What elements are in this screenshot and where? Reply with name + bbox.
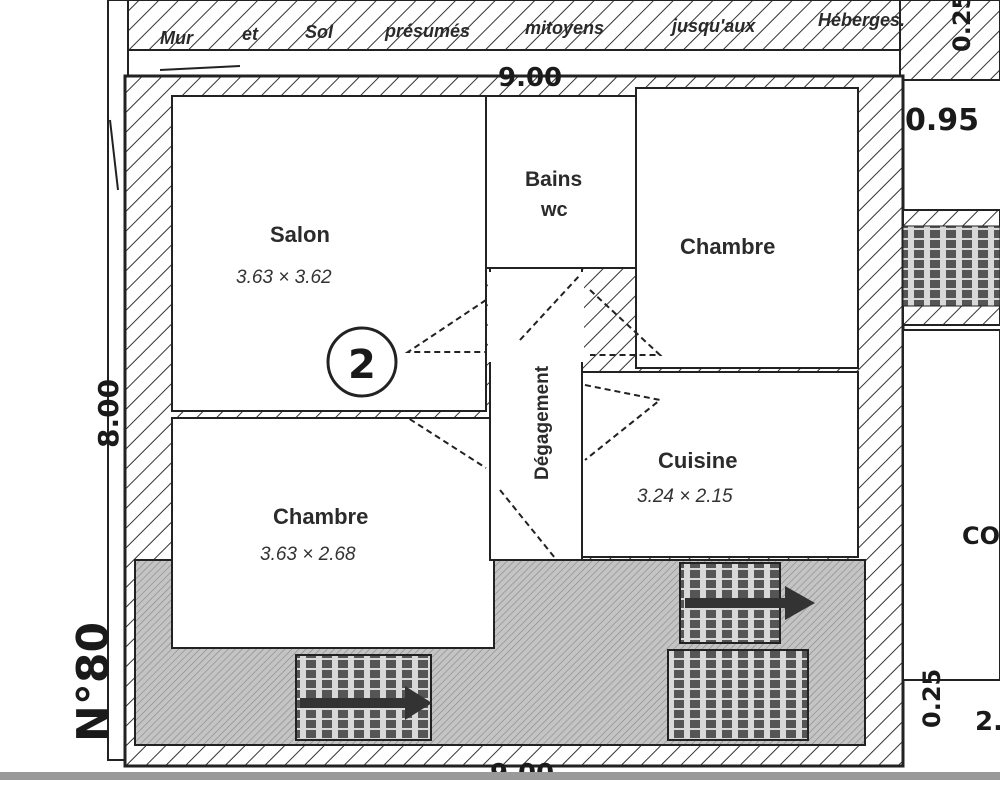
room-label-bains: Bains	[525, 168, 582, 191]
room-label-cuisine: Cuisine	[658, 448, 737, 473]
dimension-right-bottom-2: 2.	[975, 707, 1000, 737]
right-stair	[902, 225, 1000, 307]
stair-arrow-right	[685, 586, 815, 620]
header-note-word: présumés	[384, 21, 470, 41]
door-swing-cuisine	[584, 384, 663, 461]
door-swing-bains	[519, 274, 581, 341]
room-dims-chambre-sw: 3.63 × 2.68	[260, 544, 356, 565]
header-note-word: jusqu'aux	[670, 16, 756, 36]
header-note-word: mitoyens	[525, 18, 604, 38]
dimension-left-height: 8.00	[92, 379, 125, 448]
stair-arrow-left	[300, 686, 432, 720]
room-dims-cuisine: 3.24 × 2.15	[637, 486, 733, 507]
door-swing-salon	[404, 299, 487, 353]
door-swing-entry	[499, 489, 556, 559]
header-note-word: Sol	[305, 22, 334, 42]
room-cuisine	[579, 371, 859, 558]
door-swing-chambre-sw	[404, 417, 487, 469]
top-right-block	[899, 0, 1000, 81]
apartment-marker-circle	[326, 326, 398, 398]
stair-flight-right-bottom	[667, 649, 809, 741]
dimension-right-bottom: 0.25	[918, 669, 946, 728]
header-note: Mur et Sol présumés mitoyens jusqu'aux H…	[160, 10, 905, 48]
dimension-top-right-corner: 0.25	[948, 0, 976, 52]
room-chambre-sw	[171, 417, 495, 649]
room-chambre-ne	[635, 87, 859, 369]
room-label-salon: Salon	[270, 222, 330, 247]
room-label-wc: wc	[540, 199, 568, 221]
header-note-word: Héberges.	[818, 10, 905, 30]
partial-right-label: CO	[962, 522, 1000, 550]
room-label-chambre-sw: Chambre	[273, 504, 368, 529]
street-number: N°80	[68, 622, 119, 742]
dimension-right-top: 0.95	[905, 103, 979, 138]
header-note-word: et	[242, 24, 259, 44]
dimension-arrow-left	[109, 119, 119, 191]
right-court	[902, 329, 1000, 681]
room-dims-salon: 3.63 × 3.62	[236, 267, 332, 288]
dimension-top-width: 9.00	[498, 63, 562, 93]
apartment-marker-number: 2	[348, 342, 376, 388]
bottom-bar	[0, 772, 1000, 790]
header-note-word: Mur	[160, 28, 194, 48]
door-swing-chambre-ne	[589, 289, 663, 356]
dimension-arrow-top	[159, 65, 241, 71]
room-label-chambre-ne: Chambre	[680, 234, 775, 259]
room-label-degagement: Dégagement	[532, 365, 553, 480]
corridor-cover-mid	[492, 365, 580, 555]
